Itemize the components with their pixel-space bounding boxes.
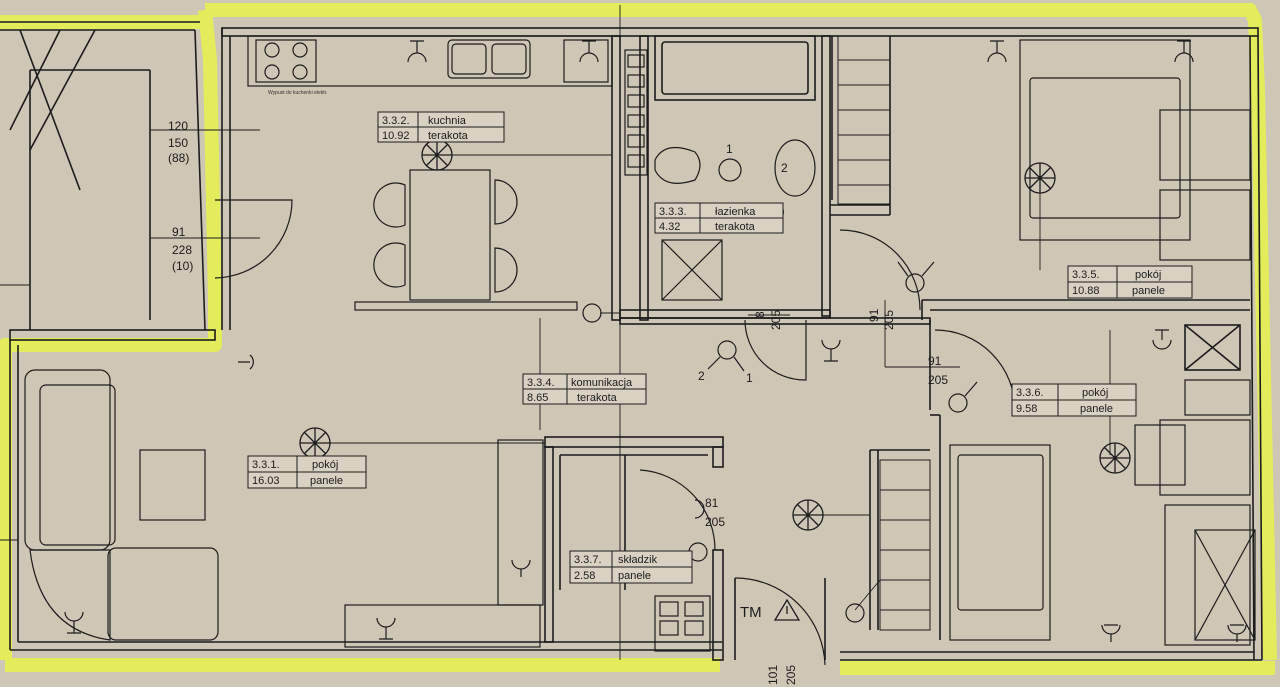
window-dim-2-height: 228 xyxy=(172,243,192,257)
switch-mark-hall-1: 1 xyxy=(746,371,753,385)
room-pokoj5-number: 3.3.5. xyxy=(1072,269,1100,281)
door-dim-1-height: 205 xyxy=(769,310,783,330)
door-dim-3-height: 205 xyxy=(928,373,948,387)
window-dim-1-width: 120 xyxy=(168,119,188,133)
door-swings xyxy=(214,199,1016,666)
window-dim-1-height: 150 xyxy=(168,136,188,150)
room-komunikacja-name: komunikacja xyxy=(571,377,633,389)
door-dim-2-height: 205 xyxy=(882,310,896,330)
meter-label: TM xyxy=(740,604,762,621)
door-dim-4-width: 81 xyxy=(705,496,719,510)
room-kuchnia-floor: terakota xyxy=(428,130,469,142)
door-dim-2-width: 91 xyxy=(867,308,881,322)
window-dim-2-sill: (10) xyxy=(172,259,193,273)
room-skladzik-floor: panele xyxy=(618,570,651,582)
window-dim-2-width: 91 xyxy=(172,225,186,239)
door-dim-1-width: 8 xyxy=(753,311,767,318)
room-kuchnia-area: 10.92 xyxy=(382,130,410,142)
room-kuchnia-number: 3.3.2. xyxy=(382,115,410,127)
room-lazienka-floor: terakota xyxy=(715,221,756,233)
window-dim-1-sill: (88) xyxy=(168,151,189,165)
room-komunikacja-area: 8.65 xyxy=(527,392,548,404)
door-dim-5-height: 205 xyxy=(784,665,798,685)
door-dim-4-height: 205 xyxy=(705,515,725,529)
switch-mark-bath-2: 2 xyxy=(781,161,788,175)
room-pokoj5-area: 10.88 xyxy=(1072,285,1100,297)
switch-mark-hall-2: 2 xyxy=(698,369,705,383)
room-pokoj5-name: pokój xyxy=(1135,269,1161,281)
room-pokoj6-name: pokój xyxy=(1082,387,1108,399)
room-pokoj6-area: 9.58 xyxy=(1016,403,1037,415)
room-pokoj1-name: pokój xyxy=(312,459,338,471)
room-pokoj1-number: 3.3.1. xyxy=(252,459,280,471)
stove-note: Wypust do kuchenki elektr. xyxy=(268,90,327,96)
room-lazienka-name: łazienka xyxy=(715,206,756,218)
room-pokoj1-floor: panele xyxy=(310,475,343,487)
room-skladzik-number: 3.3.7. xyxy=(574,554,602,566)
door-dim-5-width: 101 xyxy=(766,665,780,685)
room-komunikacja-floor: terakota xyxy=(577,392,618,404)
room-pokoj6-floor: panele xyxy=(1080,403,1113,415)
electric-panel-icon xyxy=(773,598,801,621)
room-pokoj6-number: 3.3.6. xyxy=(1016,387,1044,399)
room-pokoj5-floor: panele xyxy=(1132,285,1165,297)
room-lazienka-number: 3.3.3. xyxy=(659,206,687,218)
door-dim-3-width: 91 xyxy=(928,354,942,368)
room-pokoj1-area: 16.03 xyxy=(252,475,280,487)
switch-icon xyxy=(582,261,978,623)
room-lazienka-area: 4.32 xyxy=(659,221,680,233)
kitchen-furniture xyxy=(24,35,1256,652)
switch-mark-bath-1: 1 xyxy=(726,142,733,156)
room-kuchnia-name: kuchnia xyxy=(428,115,467,127)
wall-highlight xyxy=(0,3,1277,675)
stair-hatch xyxy=(837,35,931,631)
socket-icon xyxy=(64,40,1247,642)
room-komunikacja-number: 3.3.4. xyxy=(527,377,555,389)
room-skladzik-area: 2.58 xyxy=(574,570,595,582)
walls xyxy=(0,21,1263,661)
room-skladzik-name: składzik xyxy=(618,554,658,566)
room-labels xyxy=(247,111,1193,584)
